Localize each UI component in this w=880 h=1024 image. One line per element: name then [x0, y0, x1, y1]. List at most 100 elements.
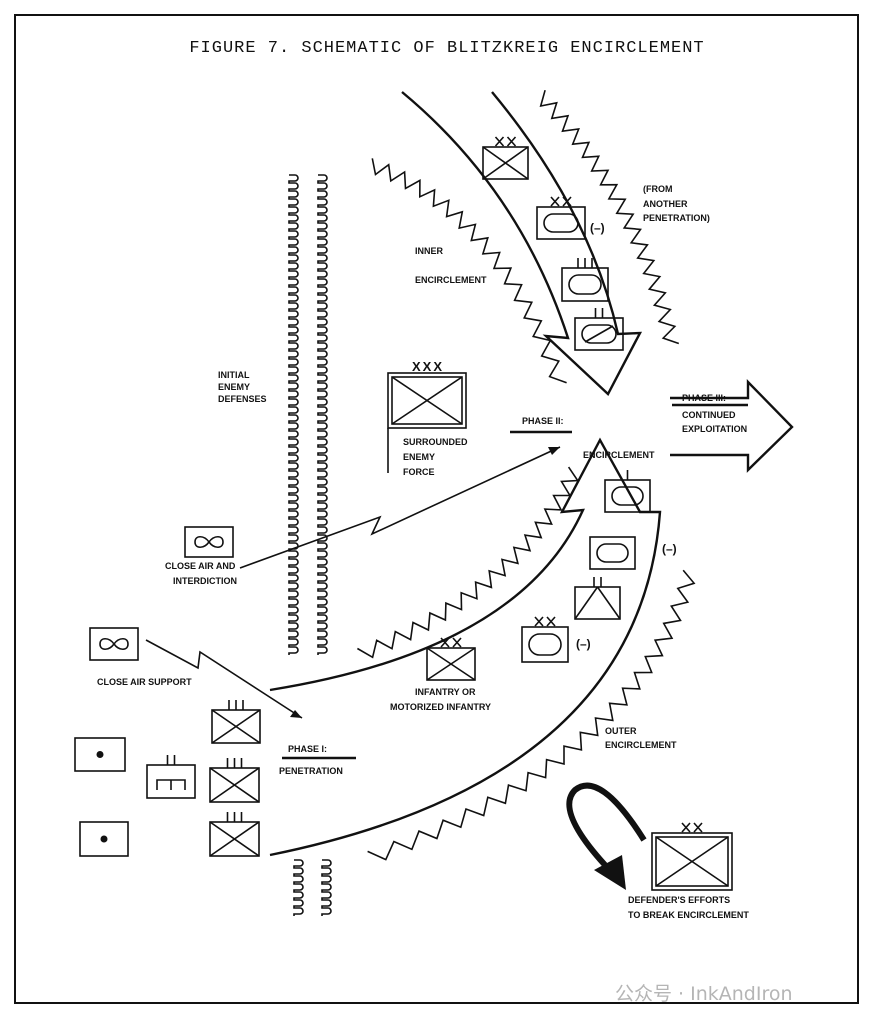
- label-surrounded-3: FORCE: [403, 467, 435, 477]
- unit-frame: [574, 317, 624, 351]
- echelon-x: [534, 616, 544, 627]
- recon-unit-icon: [574, 577, 621, 620]
- armor-oval: [596, 543, 629, 563]
- dot: [96, 751, 104, 758]
- aviation-unit-icon: [184, 526, 234, 558]
- zigzag-line: [539, 89, 680, 345]
- zigzag-line: [356, 466, 580, 659]
- cross-line: [209, 821, 260, 857]
- unit-inner-frame: [655, 836, 729, 887]
- aviation-unit-icon: [89, 627, 139, 661]
- tri-line: [596, 586, 621, 620]
- dot: [100, 835, 108, 843]
- figure-title: FIGURE 7. SCHEMATIC OF BLITZKREIG ENCIRC…: [189, 39, 704, 58]
- label-outer-1: OUTER: [605, 726, 637, 736]
- label-close-air-2: INTERDICTION: [173, 576, 237, 586]
- reduced-marker: (–): [590, 221, 605, 235]
- armored-unit-icon: [589, 536, 636, 570]
- label-inner-1: INNER: [415, 246, 444, 256]
- infantry-division-icon: [482, 136, 529, 180]
- unit-frame: [482, 146, 529, 180]
- unit-frame: [521, 626, 569, 663]
- surrounded-corps-icon: [387, 372, 467, 473]
- label-close-air-1: CLOSE AIR AND: [165, 561, 236, 571]
- aviation-icon: [194, 535, 224, 549]
- arrowhead-icon: [548, 447, 560, 455]
- slash-line: [584, 325, 614, 343]
- armor-oval: [581, 324, 617, 344]
- label-surrounded-2: ENEMY: [403, 452, 435, 462]
- cross-line: [209, 767, 260, 803]
- air-support-line: [145, 639, 303, 719]
- armored-division-icon: [536, 196, 586, 240]
- cross-line: [482, 146, 529, 180]
- unit-frame: [89, 627, 139, 661]
- inner-encirclement-arrow: [401, 91, 643, 396]
- phase3-text-1: CONTINUED: [682, 410, 736, 420]
- unit-frame: [589, 536, 636, 570]
- engineer-unit-icon: [146, 755, 196, 799]
- mech-unit-icon: [574, 308, 624, 351]
- infantry-division-icon: [426, 637, 476, 681]
- infantry-regiment-icon: [209, 758, 260, 803]
- echelon-x: [494, 136, 505, 147]
- phase2-title: PHASE II:: [522, 416, 564, 426]
- unit-symbols: [74, 136, 733, 891]
- echelon-x: [550, 196, 560, 207]
- infantry-regiment-icon: [209, 812, 260, 857]
- cross-line: [426, 647, 476, 681]
- unit-frame: [387, 372, 467, 429]
- cross-line: [655, 836, 729, 887]
- defender-division-icon: [651, 822, 733, 891]
- unit-frame: [574, 586, 621, 620]
- unit-frame: [79, 821, 129, 857]
- phase1-title: PHASE I:: [288, 744, 327, 754]
- initial-enemy-defense-lines: [288, 174, 332, 916]
- label-close-air-support: CLOSE AIR SUPPORT: [97, 677, 192, 687]
- defense-line: [288, 174, 299, 655]
- infantry-regiment-icon: [211, 700, 261, 744]
- label-defender-2: TO BREAK ENCIRCLEMENT: [628, 910, 749, 920]
- arrowhead-icon: [594, 855, 626, 890]
- phase3-title: PHASE III:: [682, 393, 726, 403]
- reduced-marker: (–): [576, 637, 591, 651]
- armor-oval: [611, 486, 644, 506]
- cross-line: [391, 376, 463, 425]
- zigzag-line: [367, 569, 696, 861]
- armored-unit-icon: [604, 470, 651, 513]
- engineer-icon: [156, 779, 186, 790]
- echelon-x: [693, 822, 703, 833]
- label-surrounded-1: SURROUNDED: [403, 437, 468, 447]
- armor-oval: [568, 274, 602, 295]
- label-infantry-2: MOTORIZED INFANTRY: [390, 702, 491, 712]
- label-defender-1: DEFENDER'S EFFORTS: [628, 895, 730, 905]
- defense-line: [321, 859, 332, 916]
- echelon-x: [562, 196, 572, 207]
- echelon-x: [440, 637, 450, 648]
- echelon-x: [452, 637, 462, 648]
- phase3-exploitation-arrow: [670, 379, 794, 473]
- air-interdiction-line: [239, 446, 561, 569]
- figure-border: [14, 14, 859, 1004]
- tri-line: [574, 586, 599, 620]
- unit-inner-frame: [391, 376, 463, 425]
- unit-frame: [651, 832, 733, 891]
- armored-division-icon: [521, 616, 569, 663]
- unit-frame: [74, 737, 126, 772]
- artillery-unit-icon: [79, 821, 129, 857]
- label-another-3: PENETRATION): [643, 213, 710, 223]
- corps-echelon-marker: XXX: [412, 359, 444, 374]
- phase2-text: ENCIRCLEMENT: [583, 450, 655, 460]
- phase3-text-2: EXPLOITATION: [682, 424, 747, 434]
- armor-oval: [543, 213, 579, 233]
- label-another-1: (FROM: [643, 184, 673, 194]
- echelon-x: [681, 822, 691, 833]
- defender-counterattack-arrow: [566, 782, 647, 868]
- arrowhead-icon: [290, 710, 302, 718]
- front-line-zigzags: [356, 89, 696, 861]
- unit-frame: [146, 764, 196, 799]
- artillery-unit-icon: [74, 737, 126, 772]
- defense-line: [317, 174, 328, 655]
- zigzag-line: [371, 158, 567, 384]
